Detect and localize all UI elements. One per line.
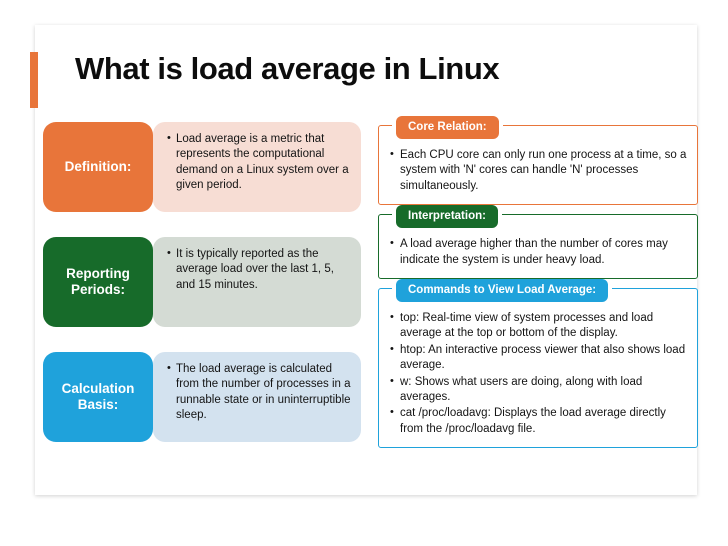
list-item: The load average is calculated from the … — [167, 361, 351, 423]
left-card-calculation-basis: The load average is calculated from the … — [43, 352, 361, 442]
left-card-definition: Load average is a metric that represents… — [43, 122, 361, 212]
right-box-interpretation: A load average higher than the number of… — [378, 205, 698, 280]
list-item: A load average higher than the number of… — [389, 236, 687, 268]
right-box-bullets-interpretation: A load average higher than the number of… — [389, 236, 687, 268]
left-card-bullets-calculation-basis: The load average is calculated from the … — [167, 361, 351, 423]
list-item: Each CPU core can only run one process a… — [389, 147, 687, 194]
right-box-frame-core-relation: Each CPU core can only run one process a… — [378, 125, 698, 206]
right-box-label-interpretation[interactable]: Interpretation: — [396, 205, 498, 229]
page-title: What is load average in Linux — [75, 51, 500, 86]
left-card-body-calculation-basis: The load average is calculated from the … — [153, 352, 361, 442]
left-card-bullets-definition: Load average is a metric that represents… — [167, 131, 351, 193]
slide-canvas: What is load average in Linux Load avera… — [35, 25, 698, 495]
left-card-reporting-periods: It is typically reported as the average … — [43, 237, 361, 327]
left-column: Load average is a metric that represents… — [43, 122, 361, 467]
right-box-bullets-commands: top: Real-time view of system processes … — [389, 310, 687, 437]
list-item: It is typically reported as the average … — [167, 246, 351, 293]
list-item: cat /proc/loadavg: Displays the load ave… — [389, 405, 687, 437]
right-box-frame-commands: top: Real-time view of system processes … — [378, 288, 698, 449]
list-item: htop: An interactive process viewer that… — [389, 342, 687, 374]
right-column: Each CPU core can only run one process a… — [378, 116, 698, 457]
left-card-body-reporting-periods: It is typically reported as the average … — [153, 237, 361, 327]
list-item: w: Shows what users are doing, along wit… — [389, 374, 687, 406]
list-item: Load average is a metric that represents… — [167, 131, 351, 193]
right-box-frame-interpretation: A load average higher than the number of… — [378, 214, 698, 280]
left-card-tag-calculation-basis[interactable]: Calculation Basis: — [43, 352, 153, 442]
right-box-core-relation: Each CPU core can only run one process a… — [378, 116, 698, 206]
right-box-bullets-core-relation: Each CPU core can only run one process a… — [389, 147, 687, 194]
title-accent-bar — [30, 52, 38, 108]
right-box-label-commands[interactable]: Commands to View Load Average: — [396, 279, 609, 303]
left-card-bullets-reporting-periods: It is typically reported as the average … — [167, 246, 351, 293]
left-card-tag-reporting-periods[interactable]: Reporting Periods: — [43, 237, 153, 327]
right-box-label-core-relation[interactable]: Core Relation: — [396, 116, 499, 139]
right-box-commands: top: Real-time view of system processes … — [378, 279, 698, 449]
list-item: top: Real-time view of system processes … — [389, 310, 687, 342]
left-card-body-definition: Load average is a metric that represents… — [153, 122, 361, 212]
left-card-tag-definition[interactable]: Definition: — [43, 122, 153, 212]
